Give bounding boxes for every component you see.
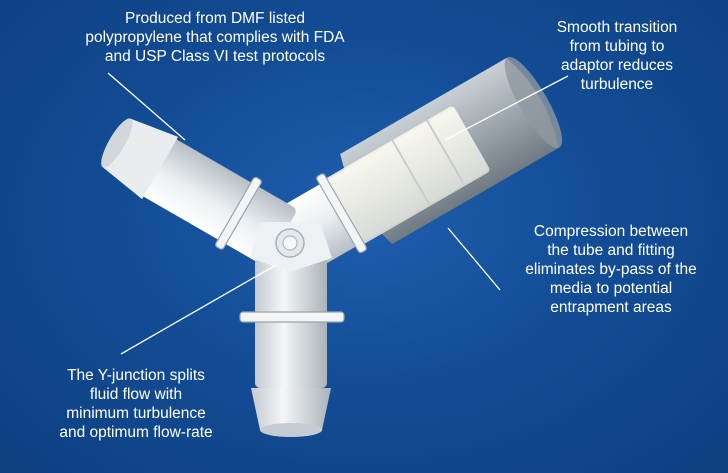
callout-line: entrapment areas	[550, 299, 672, 316]
callout-line: Produced from DMF listed	[124, 10, 306, 27]
callout-line: turbulence	[580, 76, 654, 93]
center-hub	[250, 222, 332, 272]
callout-line: adaptor reduces	[560, 57, 674, 74]
callout-y-junction: The Y-junction splits fluid flow with mi…	[22, 366, 250, 442]
left-arm-ring	[215, 176, 262, 250]
inserted-section	[324, 106, 490, 245]
right-arm-ring	[316, 173, 367, 254]
tubing-end	[504, 56, 563, 149]
callout-line: minimum turbulence	[66, 405, 206, 422]
callout-smooth-transition: Smooth transition from tubing to adaptor…	[532, 18, 702, 94]
callout-line: and USP Class VI test protocols	[104, 48, 326, 65]
leader-line-dmf	[107, 72, 186, 141]
stem-opening	[260, 423, 322, 437]
callout-line: The Y-junction splits	[67, 367, 205, 384]
callout-line: Smooth transition	[556, 19, 678, 36]
stem-body	[255, 258, 327, 388]
bottom-stem	[239, 258, 345, 437]
callout-line: the tube and fitting	[547, 242, 675, 259]
right-arm-with-tubing	[282, 56, 563, 267]
callout-compression: Compression between the tube and fitting…	[500, 222, 722, 317]
callout-line: fluid flow with	[89, 386, 183, 403]
stem-barb	[251, 388, 331, 430]
stem-ring	[239, 311, 345, 323]
left-arm-opening	[101, 118, 133, 168]
left-arm-body	[137, 136, 296, 265]
leader-line-yjunction	[120, 264, 277, 355]
callout-line: and optimum flow-rate	[59, 424, 213, 441]
callout-line: media to potential	[549, 280, 673, 297]
left-arm	[101, 118, 296, 265]
leader-line-transition	[444, 75, 569, 141]
callout-dmf-polypropylene: Produced from DMF listed polypropylene t…	[50, 9, 380, 66]
callout-line: Compression between	[533, 223, 689, 240]
callout-line: from tubing to	[569, 38, 665, 55]
callout-line: polypropylene that complies with FDA	[85, 29, 345, 46]
leader-line-compression	[447, 227, 501, 291]
callout-line: eliminates by-pass of the	[525, 261, 697, 278]
